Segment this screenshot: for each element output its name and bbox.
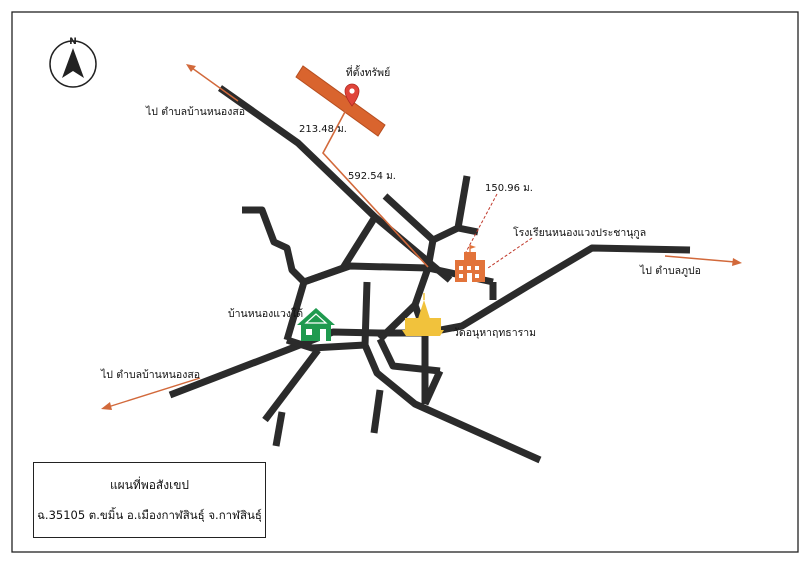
legend-box: แผนที่พอสังเขป ฉ.35105 ต.ขมิ้น อ.เมืองกา… (33, 462, 266, 538)
leader-line-distance (465, 193, 498, 253)
leader-line-school (487, 237, 533, 269)
direction-label-bottom: ไป ตำบลบ้านหนองสอ (100, 368, 200, 381)
legend-title: แผนที่พอสังเขป (109, 477, 190, 492)
road-north-spur-c (457, 224, 479, 236)
direction-arrows (101, 64, 742, 410)
road-west-zigzag (242, 206, 307, 285)
direction-label-top: ไป ตำบลบ้านหนองสอ (145, 105, 245, 118)
arrowhead-top-icon (186, 64, 196, 72)
road-southwest-b (272, 411, 286, 447)
temple-icon (402, 293, 444, 336)
arrowhead-east-icon (732, 258, 742, 266)
north-label: N (69, 37, 77, 47)
school-icon (455, 245, 485, 282)
road-diag-north (340, 215, 378, 270)
arrow-to-phu-po (664, 255, 736, 263)
house-icon (297, 308, 335, 341)
road-village-loop (285, 336, 366, 352)
road-southwest-a (262, 347, 321, 423)
arrow-to-ban-nong-so-bottom (107, 377, 201, 408)
road-south-stub (370, 389, 384, 434)
route-to-property (322, 109, 429, 268)
map-border (11, 11, 799, 553)
temple-label: วัดอนุหาฤทธาราม (453, 327, 536, 339)
property-parcel (295, 65, 386, 137)
distance-label-3: 150.96 ม. (485, 183, 533, 194)
village-label: บ้านหนองแวงใต้ (228, 307, 303, 320)
road-main-northwest (217, 85, 453, 283)
road-network (168, 85, 691, 464)
location-pin-icon (344, 83, 360, 107)
direction-label-east: ไป ตำบลภูปอ (639, 264, 701, 277)
property-label: ที่ตั้งทรัพย์ (346, 65, 391, 79)
road-north-spur-b (424, 175, 471, 269)
distance-label-1: 213.48 ม. (299, 124, 347, 135)
legend-address: ฉ.35105 ต.ขมิ้น อ.เมืองกาฬสินธุ์ จ.กาฬสิ… (37, 507, 262, 522)
arrow-to-ban-nong-so-top (191, 67, 239, 102)
distance-label-2: 592.54 ม. (348, 171, 396, 182)
road-north-spur-a (382, 193, 436, 243)
road-inner-loop (376, 337, 441, 375)
road-southeast (361, 281, 542, 464)
road-temple-diag (377, 302, 418, 342)
north-arrow-icon: N (49, 37, 97, 88)
road-west-vertical (283, 264, 345, 341)
school-label: โรงเรียนหนองแวงประชานุกูล (513, 226, 646, 239)
road-inner-diag (421, 369, 444, 406)
arrowhead-southwest-icon (101, 402, 112, 410)
